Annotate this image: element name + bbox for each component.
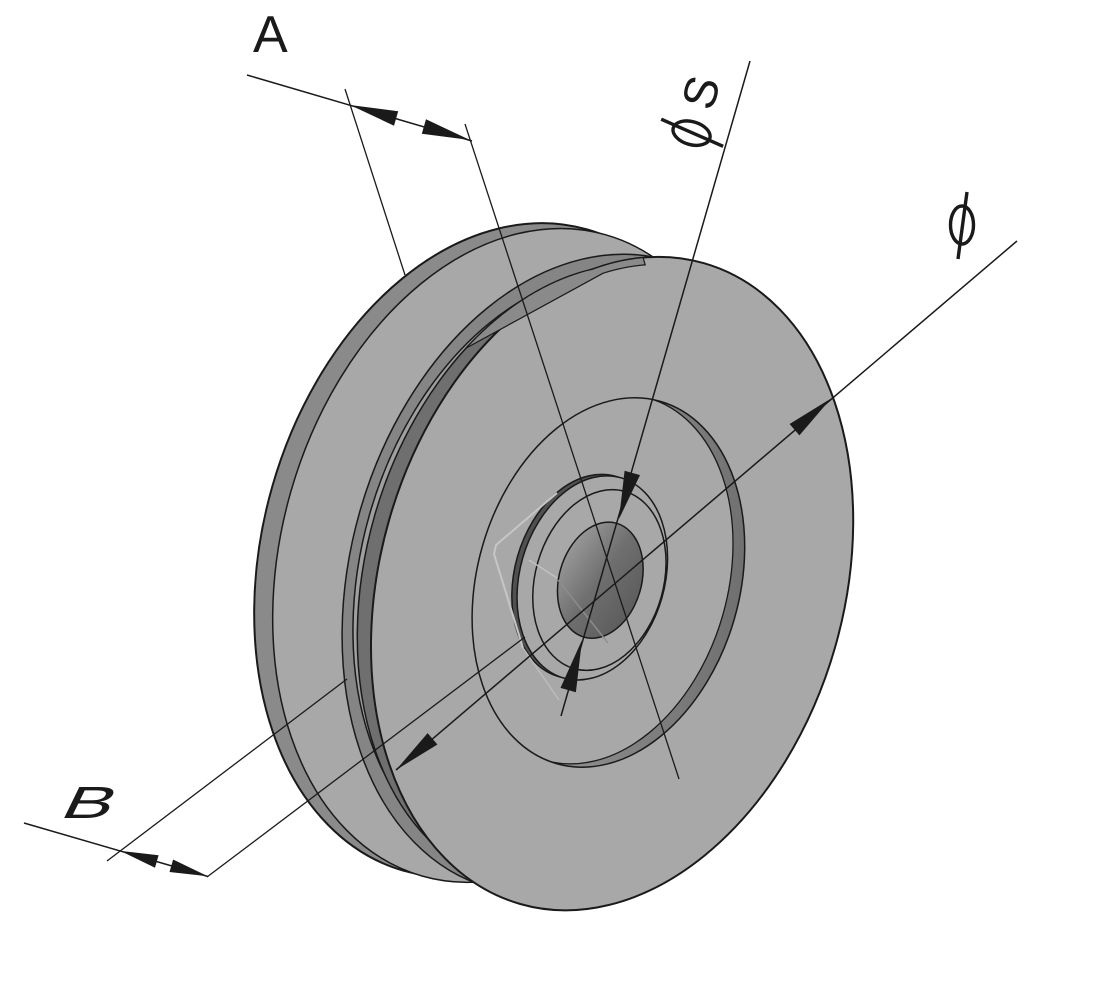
svg-text:A: A [253,6,288,64]
